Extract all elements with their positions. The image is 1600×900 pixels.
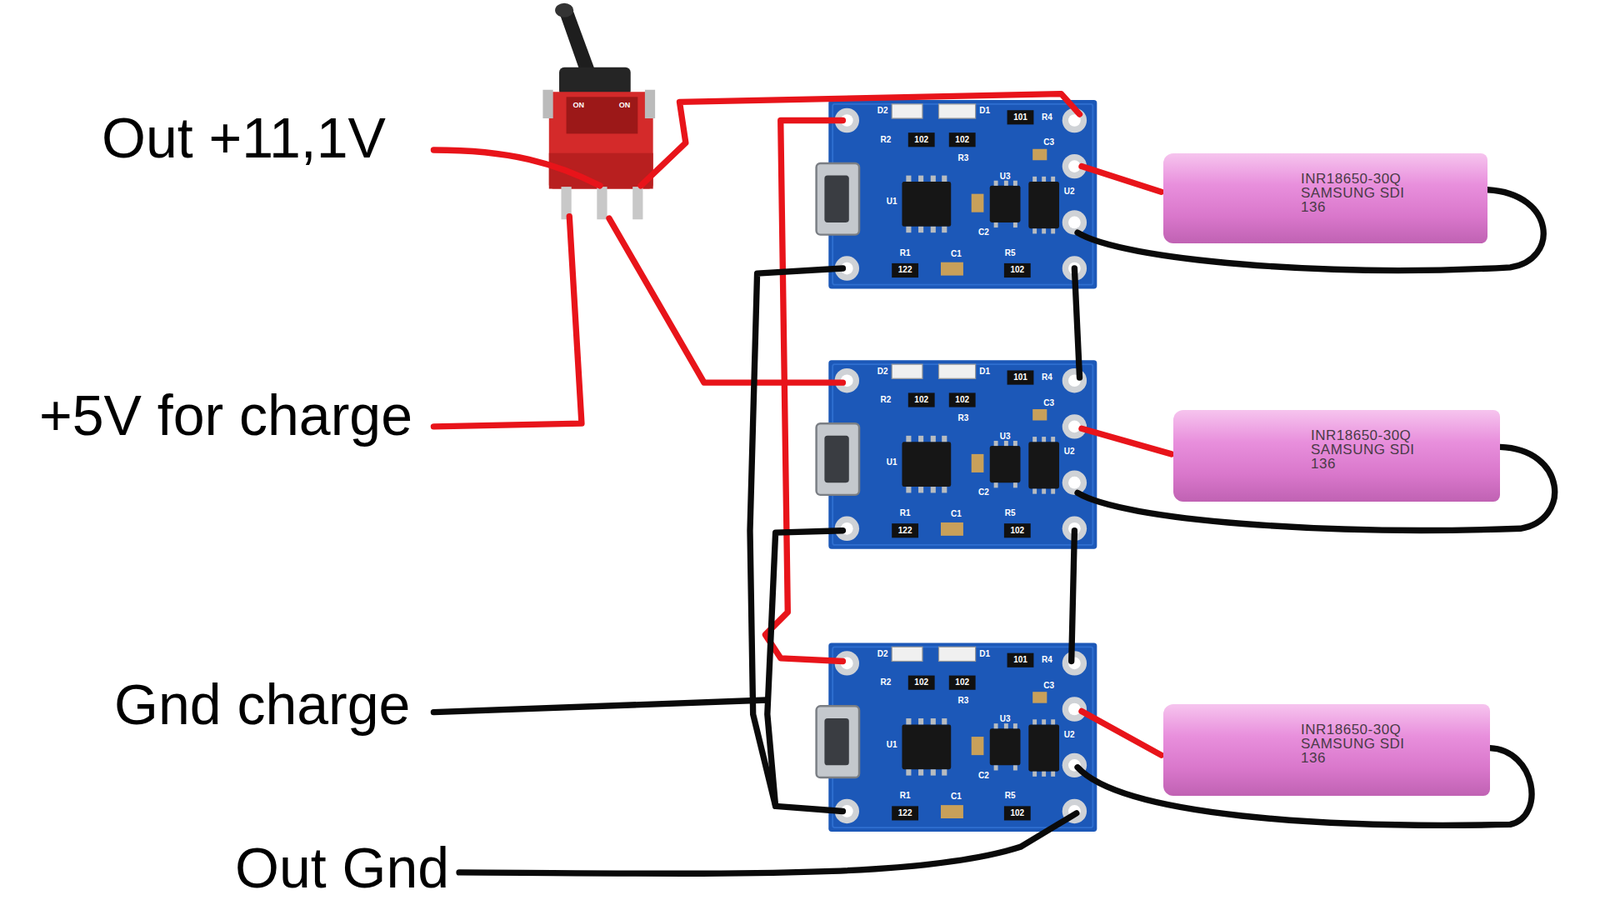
resistor-label: R3: [958, 696, 970, 705]
led-label: D2: [877, 367, 889, 376]
led-label: D2: [877, 650, 889, 659]
resistor-code: 102: [955, 395, 970, 405]
battery-cell: INR18650-30QSAMSUNG SDI136: [1163, 704, 1490, 796]
resistor-label: R2: [880, 135, 891, 145]
cell-marking: SAMSUNG SDI: [1300, 736, 1490, 751]
resistor-code: 122: [898, 809, 913, 818]
resistor-label: R5: [1005, 249, 1016, 258]
chip-label: U1: [886, 740, 898, 750]
resistor-label: R5: [1005, 509, 1016, 518]
resistor-code: 102: [955, 135, 970, 145]
chip-label: U2: [1064, 730, 1075, 740]
capacitor-label: C2: [978, 488, 990, 497]
resistor-label: R4: [1041, 113, 1053, 122]
cell-marking: SAMSUNG SDI: [1310, 442, 1500, 457]
chip-label: U3: [1000, 715, 1011, 724]
capacitor-label: C1: [950, 250, 962, 259]
resistor-code: 102: [1010, 809, 1025, 818]
led-label: D1: [979, 106, 990, 115]
chip-label: U2: [1064, 187, 1075, 196]
led-label: D1: [979, 367, 990, 376]
resistor-code: 102: [914, 135, 929, 145]
capacitor-label: C2: [978, 228, 990, 237]
capacitor-label: C1: [950, 792, 962, 801]
terminal-label: +5V for charge: [39, 386, 413, 444]
capacitor-label: C2: [978, 771, 990, 780]
cell-marking: 136: [1300, 750, 1490, 765]
cell-marking: INR18650-30Q: [1300, 171, 1488, 186]
chip-label: U1: [886, 458, 898, 467]
cell-marking: SAMSUNG SDI: [1300, 185, 1488, 200]
led-label: D1: [979, 650, 990, 659]
capacitor-label: C3: [1043, 399, 1055, 408]
resistor-code: 102: [1010, 265, 1025, 275]
cell-marking: 136: [1300, 200, 1488, 215]
terminal-label: Gnd charge: [114, 675, 410, 733]
switch-marking: ON: [619, 101, 631, 110]
cell-marking: INR18650-30Q: [1300, 722, 1490, 737]
resistor-label: R3: [958, 414, 970, 423]
resistor-label: R1: [900, 249, 911, 258]
resistor-code: 122: [898, 526, 913, 535]
resistor-label: R1: [900, 791, 911, 800]
terminal-label: Out Gnd: [235, 839, 450, 896]
terminal-label: Out +11,1V: [101, 109, 386, 166]
chip-label: U3: [1000, 172, 1011, 181]
capacitor-label: C3: [1043, 681, 1055, 690]
chip-label: U3: [1000, 432, 1011, 441]
cell-marking: INR18650-30Q: [1310, 428, 1500, 443]
resistor-code: 102: [955, 678, 970, 687]
resistor-label: R4: [1041, 655, 1053, 665]
capacitor-label: C1: [950, 510, 962, 519]
resistor-code: 101: [1013, 655, 1028, 665]
cell-marking: 136: [1310, 456, 1500, 471]
resistor-label: R3: [958, 154, 970, 163]
switch-marking: ON: [573, 101, 585, 110]
resistor-label: R2: [880, 395, 891, 405]
battery-cell: INR18650-30QSAMSUNG SDI136: [1173, 410, 1500, 502]
resistor-code: 101: [1013, 113, 1028, 122]
chip-label: U2: [1064, 447, 1075, 456]
resistor-code: 122: [898, 265, 913, 275]
resistor-label: R1: [900, 509, 911, 518]
resistor-label: R4: [1041, 373, 1053, 382]
led-label: D2: [877, 106, 889, 115]
resistor-label: R2: [880, 678, 891, 687]
resistor-code: 102: [914, 395, 929, 405]
resistor-label: R5: [1005, 791, 1016, 800]
battery-cell: INR18650-30QSAMSUNG SDI136: [1163, 153, 1488, 244]
chip-label: U1: [886, 197, 898, 206]
resistor-code: 102: [1010, 526, 1025, 535]
capacitor-label: C3: [1043, 138, 1055, 147]
resistor-code: 101: [1013, 373, 1028, 382]
resistor-code: 102: [914, 678, 929, 687]
